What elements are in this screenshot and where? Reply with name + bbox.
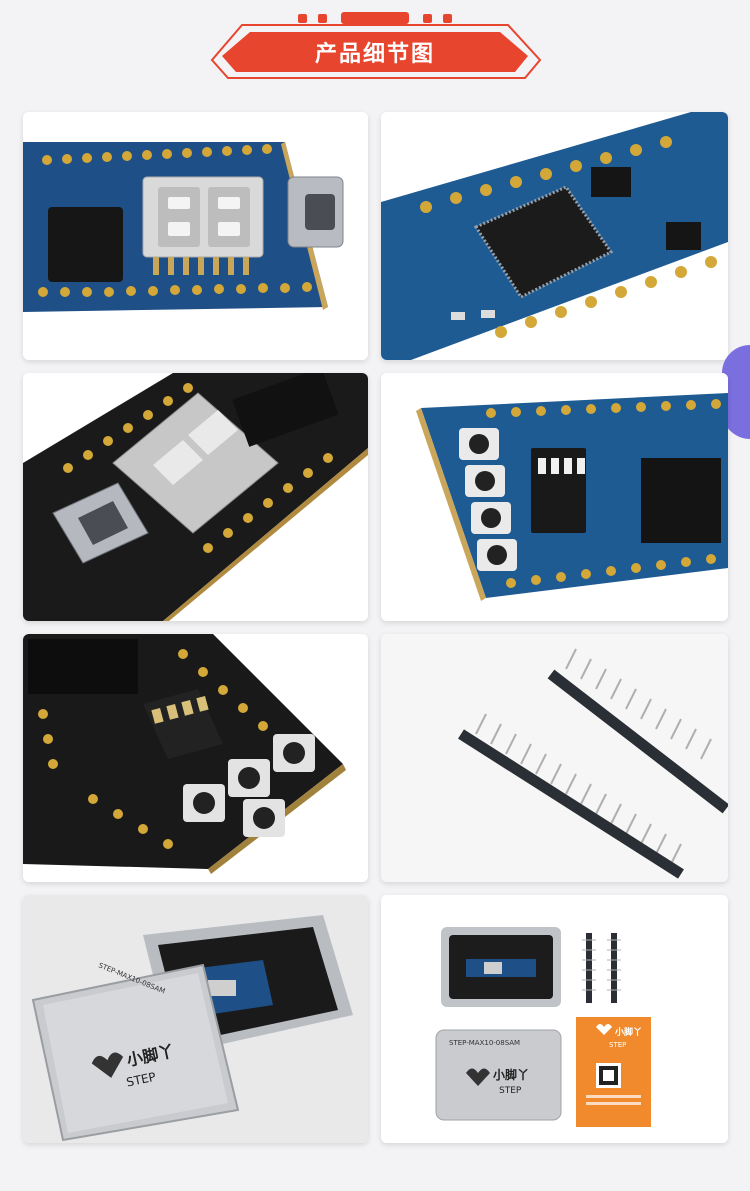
photo-pin-headers: [381, 634, 728, 882]
pin-headers-image: [381, 634, 728, 882]
page-title: 产品细节图: [314, 42, 435, 67]
photo-board-display-usb: [23, 373, 368, 621]
header-banner: 产品细节图: [0, 0, 750, 100]
card-brand-en: STEP: [609, 1041, 626, 1049]
brand-name-en: STEP: [125, 1070, 157, 1090]
board-image: [23, 634, 368, 882]
photo-tin-box-open: STEP-MAX10-08SAM 小脚丫 STEP: [23, 895, 368, 1143]
photo-board-buttons-dip: [381, 373, 728, 621]
tin-box-image: STEP-MAX10-08SAM 小脚丫 STEP: [23, 895, 368, 1143]
package-brand-en: STEP: [499, 1086, 522, 1096]
board-image: [381, 373, 728, 621]
board-image: [381, 112, 728, 360]
photo-package-contents: STEP-MAX10-08SAM 小脚丫 STEP 小脚丫 STEP: [381, 895, 728, 1143]
photo-board-top-display: [23, 112, 368, 360]
board-image: [23, 373, 368, 621]
package-contents-image: STEP-MAX10-08SAM 小脚丫 STEP 小脚丫 STEP: [381, 895, 728, 1143]
header-decoration: [210, 12, 542, 79]
photo-board-chip-closeup: [381, 112, 728, 360]
photo-board-black-buttons: [23, 634, 368, 882]
package-lid-label: STEP-MAX10-08SAM: [449, 1039, 520, 1047]
card-brand: 小脚丫: [614, 1026, 642, 1038]
package-brand: 小脚丫: [493, 1067, 529, 1082]
board-image: [23, 112, 368, 360]
